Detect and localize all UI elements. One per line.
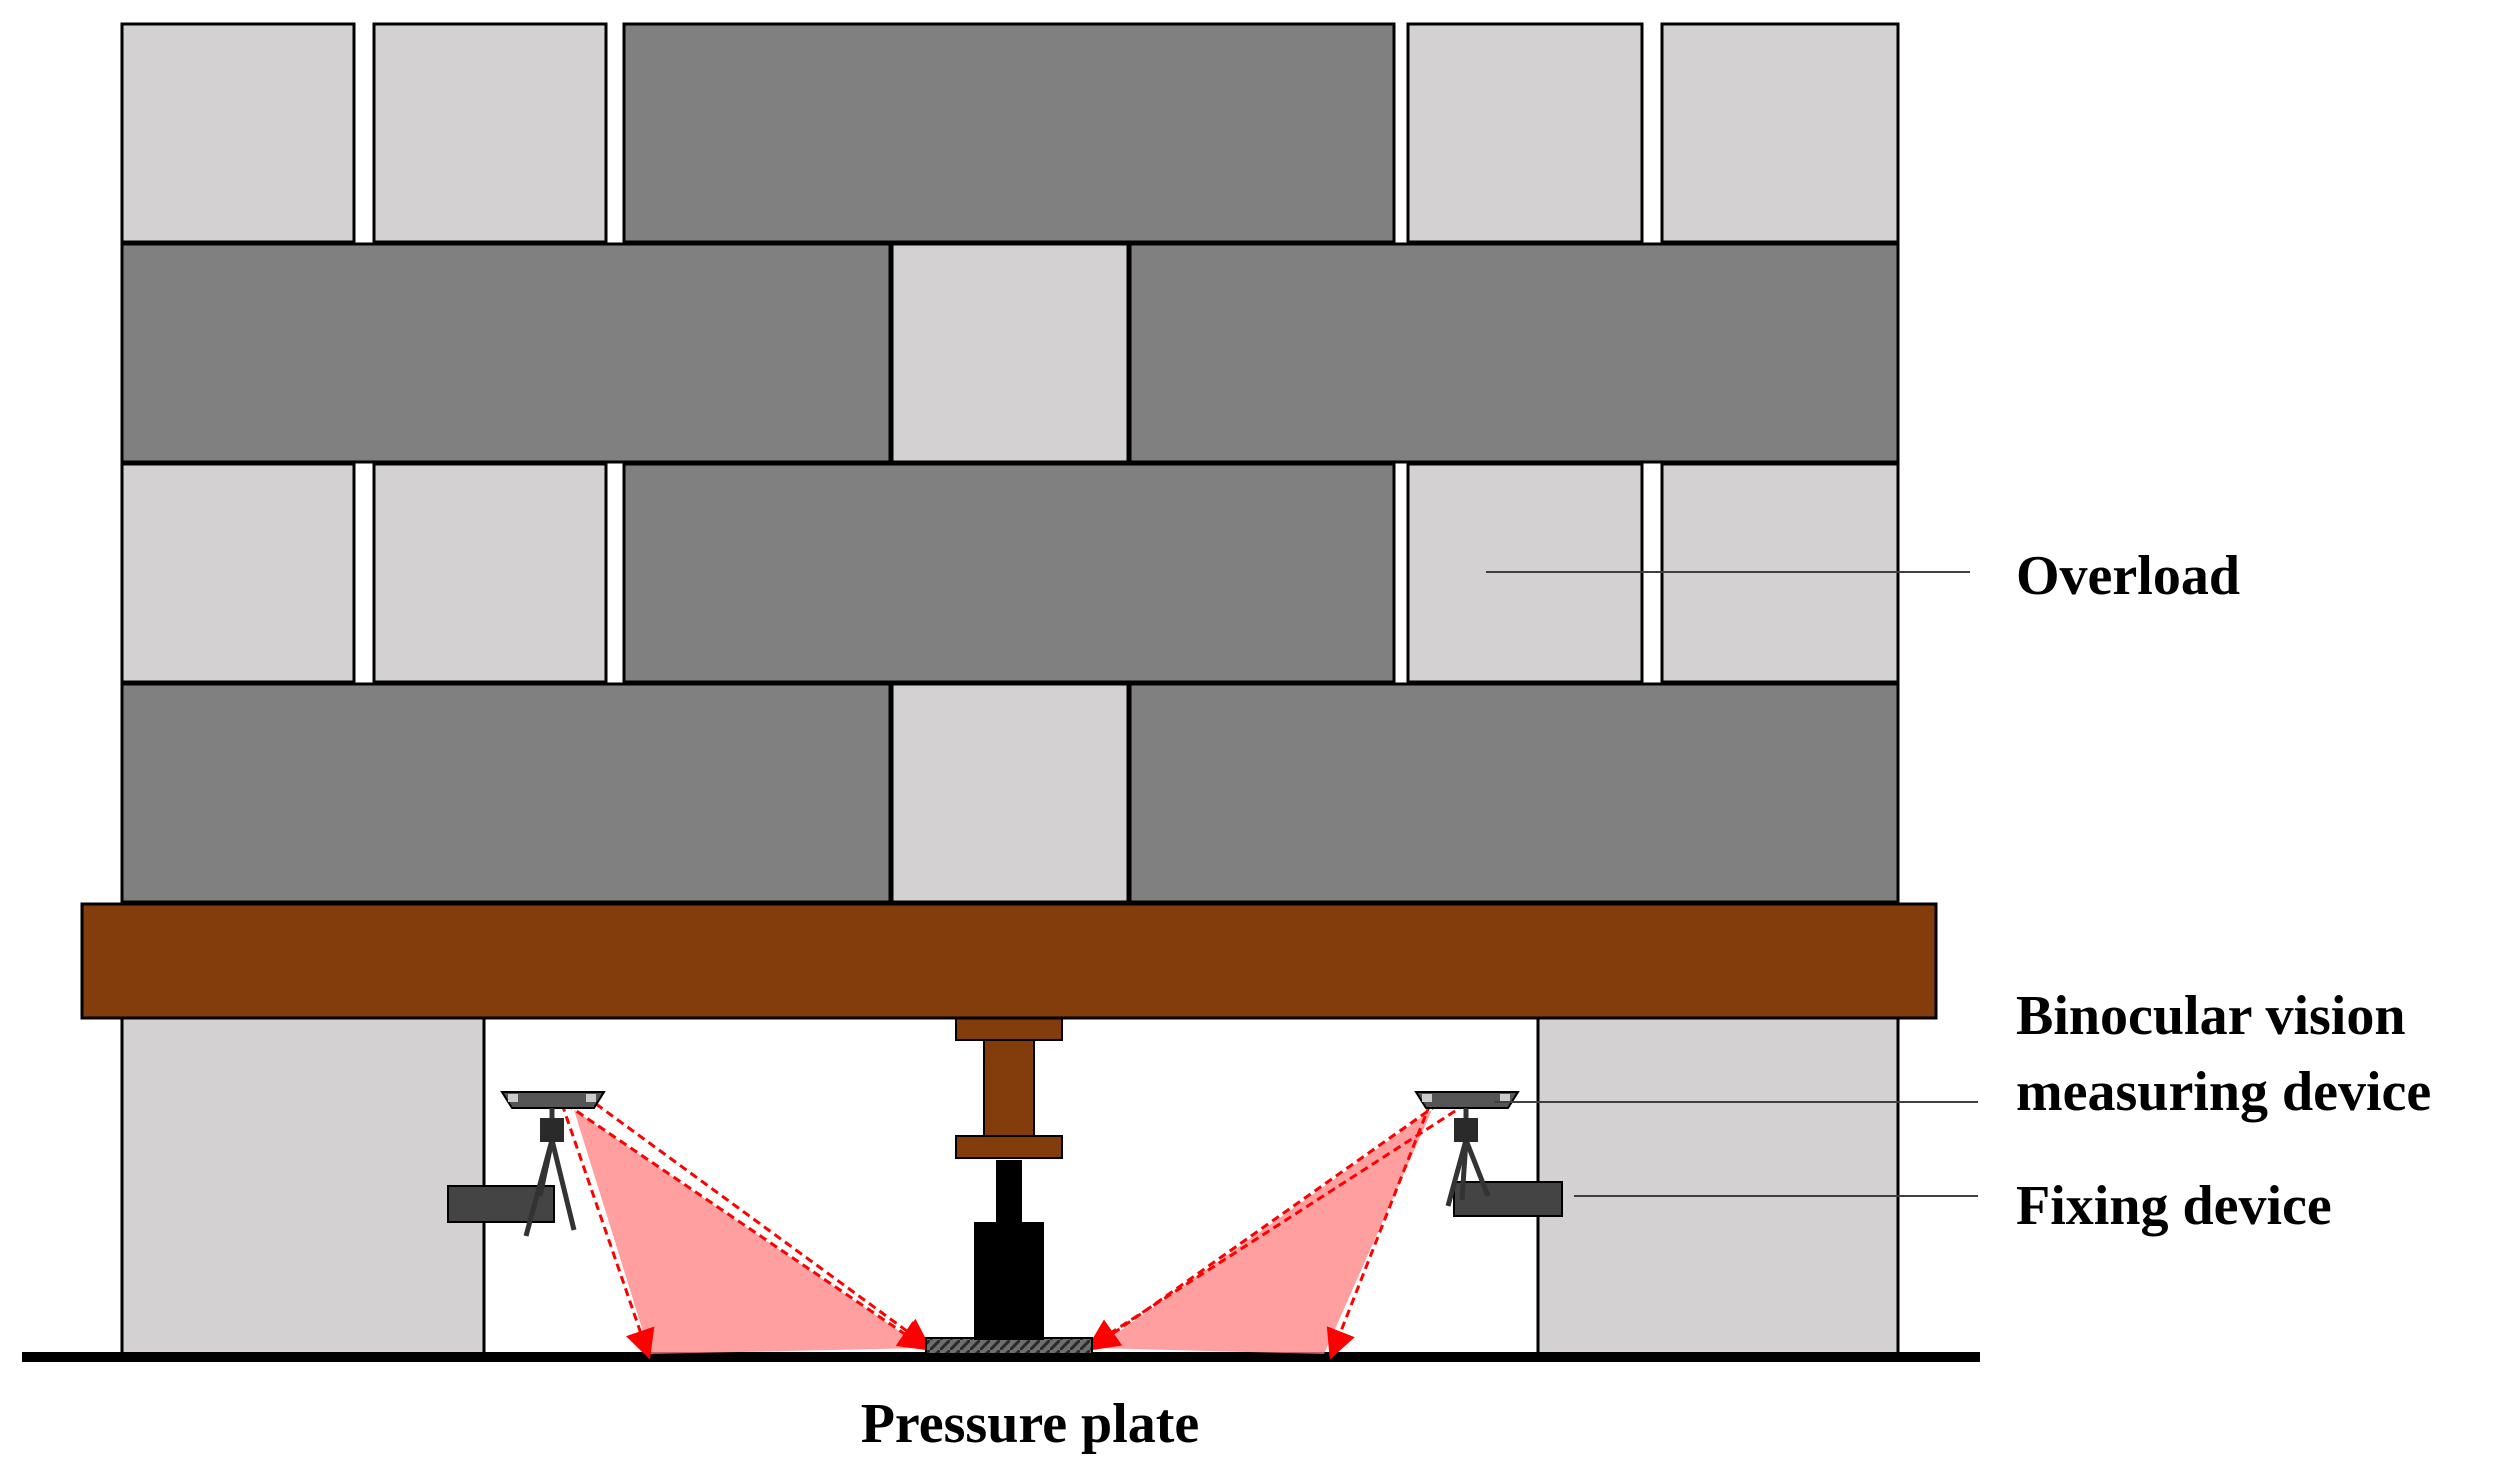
- left-camera-field: [574, 1110, 924, 1354]
- overload-block: [120, 462, 356, 684]
- overload-block: [1128, 682, 1900, 904]
- right-camera-lens: [1422, 1094, 1432, 1102]
- left-binocular-camera: [500, 1091, 606, 1237]
- overload-block: [120, 22, 356, 244]
- overload-block: [1406, 22, 1644, 244]
- overload-label: Overload: [2016, 545, 2240, 607]
- ray: [560, 1103, 655, 1360]
- left-camera-lens: [508, 1094, 518, 1102]
- overload-block: [372, 22, 608, 244]
- right-camera-head: [1414, 1091, 1520, 1109]
- pressure-plate: [925, 1337, 1093, 1355]
- jack-base: [974, 1222, 1044, 1340]
- binocular-label-line2: measuring device: [2016, 1061, 2431, 1123]
- right-binocular-camera: [1414, 1091, 1520, 1207]
- overload-block: [622, 22, 1396, 244]
- overload-block: [120, 242, 892, 464]
- i-beam-top-flange: [955, 1017, 1063, 1041]
- left-tripod: [523, 1108, 577, 1237]
- ray: [565, 1102, 929, 1351]
- overload-block: [120, 682, 892, 904]
- binocular-label-line1: Binocular vision: [2016, 985, 2406, 1047]
- fixing-device-label: Fixing device: [2016, 1175, 2332, 1237]
- right-camera-field: [1096, 1110, 1432, 1354]
- overload-wall: [120, 22, 1900, 904]
- ray: [595, 1102, 931, 1349]
- overload-block: [890, 682, 1130, 904]
- pressure-plate-label: Pressure plate: [861, 1393, 1200, 1455]
- left-camera-lens: [586, 1094, 596, 1102]
- i-beam-web: [983, 1039, 1035, 1137]
- overload-block: [890, 242, 1130, 464]
- distribution-beam: [80, 902, 1938, 1020]
- right-camera-lens: [1500, 1094, 1510, 1102]
- overload-block: [1660, 22, 1900, 244]
- measurement-rays: [560, 1102, 1467, 1360]
- ground-line: [22, 1352, 1980, 1362]
- light-cones: [574, 1110, 1432, 1354]
- i-beam-connector: [955, 1017, 1063, 1159]
- leader-lines: [1486, 571, 1978, 1197]
- hydraulic-jack: [974, 1160, 1044, 1340]
- ray: [1326, 1103, 1432, 1360]
- left-support-block: [120, 1016, 486, 1356]
- ray: [1089, 1102, 1439, 1351]
- left-camera-head: [500, 1091, 606, 1109]
- jack-piston: [996, 1160, 1022, 1224]
- overload-block: [622, 462, 1396, 684]
- i-beam-bottom-flange: [955, 1135, 1063, 1159]
- overload-block: [1128, 242, 1900, 464]
- right-support-block: [1536, 1016, 1900, 1356]
- overload-block: [372, 462, 608, 684]
- ray: [1086, 1102, 1467, 1349]
- right-fixing-device: [1453, 1181, 1563, 1217]
